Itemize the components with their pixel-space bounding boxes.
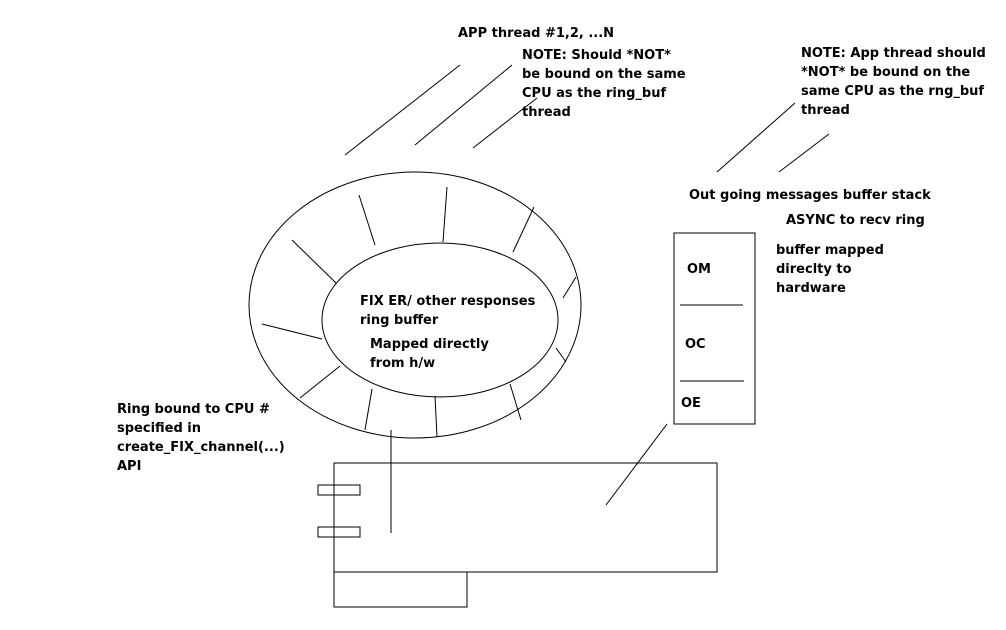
- stack-slot-oc: OC: [685, 337, 706, 352]
- mapped-directly-label: Mapped directly from h/w: [370, 337, 489, 371]
- board-connector-1: [317, 484, 361, 496]
- stack-slot-om: OM: [687, 262, 711, 277]
- stack-slot-oe: OE: [681, 396, 701, 411]
- app-note-line-2: [778, 133, 830, 173]
- board-connector-2: [317, 526, 361, 538]
- app-note-line-1: [716, 102, 796, 173]
- app-thread-label: APP thread #1,2, ...N: [458, 26, 615, 41]
- outgoing-buffer-stack: [673, 232, 756, 425]
- ring-buffer-outer: [248, 171, 582, 439]
- async-label: ASYNC to recv ring: [786, 213, 925, 228]
- app-thread-note: NOTE: App thread should *NOT* be bound o…: [801, 46, 986, 118]
- app-thread-line-1: [344, 64, 461, 156]
- app-thread-line-3: [472, 97, 538, 149]
- ring-buffer-segments: [261, 186, 577, 438]
- stack-to-board-line: [605, 423, 668, 506]
- ring-buffer-inner: [321, 242, 559, 398]
- app-thread-line-2: [414, 64, 513, 146]
- ring-buffer-label: FIX ER/ other responses ring buffer: [360, 294, 536, 328]
- outgoing-buffer-label: Out going messages buffer stack: [689, 188, 931, 203]
- hardware-board: [333, 462, 718, 573]
- board-bottom-tab: [333, 571, 468, 608]
- buffer-mapped-label: buffer mapped direclty to hardware: [776, 243, 884, 296]
- ring-bound-label: Ring bound to CPU # specified in create_…: [117, 402, 285, 474]
- ring-thread-note: NOTE: Should *NOT* be bound on the same …: [522, 48, 686, 120]
